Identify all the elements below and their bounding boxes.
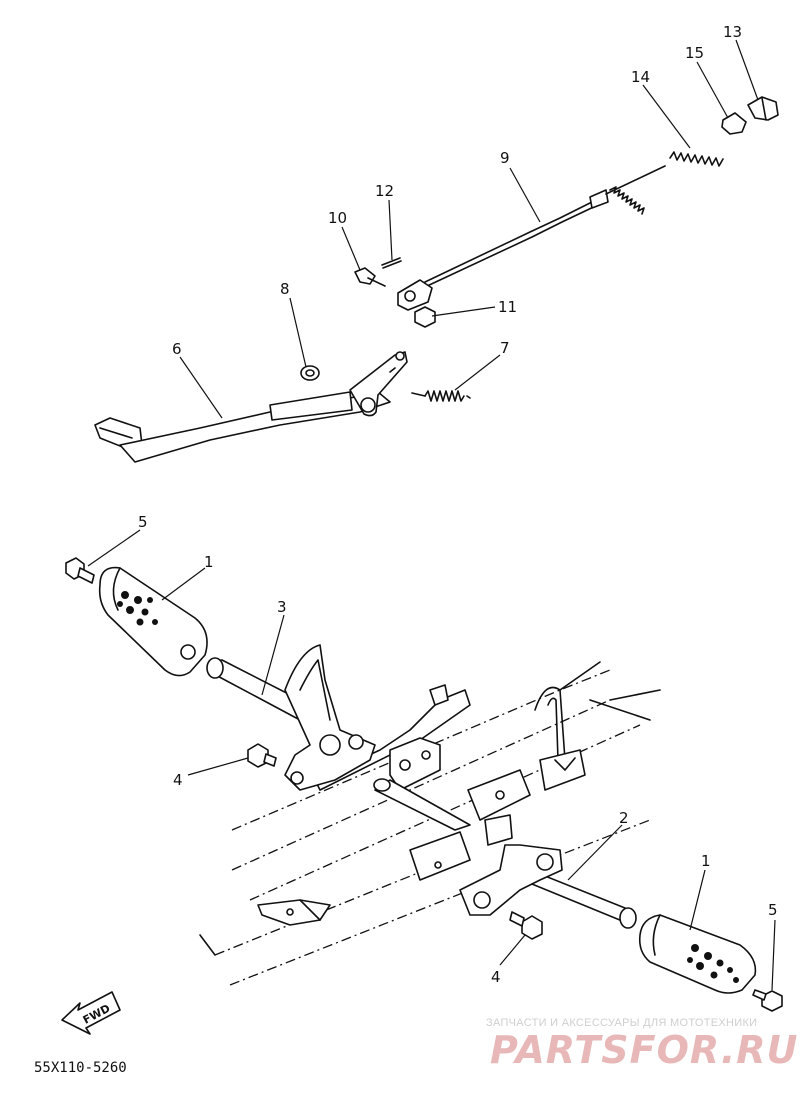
- footrest-rubber-right: [638, 914, 757, 994]
- brake-pedal: [94, 351, 408, 463]
- callout-5-right: 5: [768, 901, 778, 919]
- callout-12: 12: [375, 182, 394, 200]
- footrest-rubber-left: [98, 566, 208, 677]
- footrest-bracket-right: [459, 844, 637, 929]
- callout-9: 9: [500, 149, 510, 167]
- watermark-tagline: ЗАПЧАСТИ И АКСЕССУАРЫ ДЛЯ МОТОТЕХНИКИ: [486, 1017, 758, 1029]
- footrest-bracket-left: [206, 644, 376, 791]
- leader-lines: [87, 39, 776, 991]
- bolt-4-right: [509, 911, 543, 940]
- pin-10: [354, 267, 386, 287]
- callout-13: 13: [723, 23, 742, 41]
- callout-8: 8: [280, 280, 290, 298]
- fwd-arrow: FWD: [61, 991, 121, 1035]
- callout-10: 10: [328, 209, 347, 227]
- callout-4-left: 4: [173, 771, 183, 789]
- bolt-4-left: [247, 743, 277, 768]
- adjust-nut-15: [721, 112, 747, 135]
- bolt-5-left: [65, 557, 95, 584]
- joint-13: [747, 96, 779, 121]
- callout-15: 15: [685, 44, 704, 62]
- spring-7: [411, 390, 471, 402]
- washer-8: [300, 365, 320, 381]
- callout-1-right: 1: [701, 852, 711, 870]
- callout-6: 6: [172, 340, 182, 358]
- callout-7: 7: [500, 339, 510, 357]
- callout-5-left: 5: [138, 513, 148, 531]
- drawing-code: 55X110-5260: [34, 1060, 127, 1076]
- nut-11: [414, 306, 436, 328]
- callout-14: 14: [631, 68, 650, 86]
- callout-2: 2: [619, 809, 629, 827]
- brake-rod-9: [397, 165, 666, 311]
- bolt-5-right: [752, 989, 783, 1012]
- callout-4-right: 4: [491, 968, 501, 986]
- callouts: 1 1 2 3 4 4 5 5 6 7 8 9 10 11 12 13 14 1…: [138, 23, 778, 986]
- cotter-pin-12: [381, 257, 402, 269]
- callout-11: 11: [498, 298, 517, 316]
- callout-1-left: 1: [204, 553, 214, 571]
- callout-3: 3: [277, 598, 287, 616]
- frame-outline: [199, 661, 661, 986]
- watermark-brand: PARTSFOR.RU: [490, 1028, 799, 1072]
- spring-14: [669, 151, 724, 167]
